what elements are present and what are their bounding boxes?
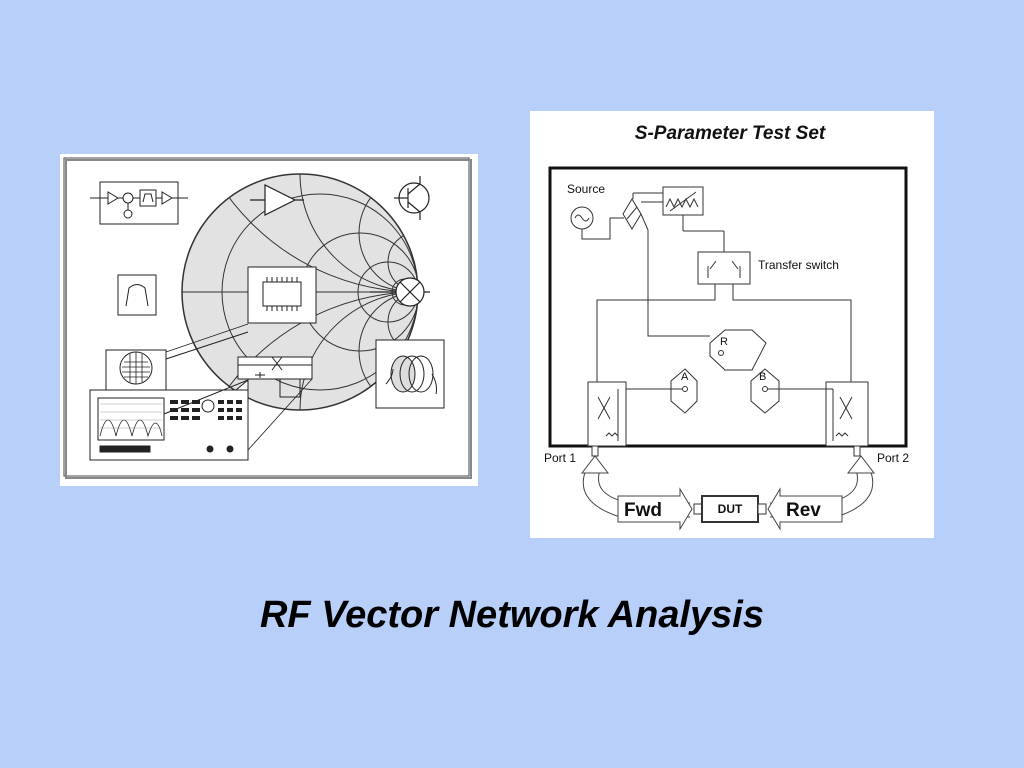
port1-label: Port 1: [544, 451, 576, 465]
filter-icon: [117, 274, 157, 316]
source-label: Source: [567, 182, 605, 196]
component-collage-figure: [60, 154, 478, 486]
test-set-svg: S-Parameter Test Set Source: [544, 123, 909, 531]
transfer-switch-icon: [683, 230, 751, 285]
transfer-switch-label: Transfer switch: [758, 258, 839, 272]
s-parameter-test-set-figure: S-Parameter Test Set Source: [530, 111, 934, 538]
rev-arrow: [767, 487, 843, 531]
receiver-b-label: B: [759, 371, 766, 383]
component-collage-svg: [63, 157, 472, 479]
attenuator-icon: [632, 186, 704, 231]
slide-title: RF Vector Network Analysis: [259, 594, 764, 636]
fwd-arrow: [617, 487, 693, 531]
port2-label: Port 2: [877, 451, 909, 465]
collage-shadow: [65, 159, 472, 479]
rev-label: Rev: [786, 500, 821, 521]
splitter-icon: [622, 198, 649, 231]
port2-connector: [853, 445, 861, 457]
coupler-icon: [237, 356, 313, 398]
mixer-icon: [370, 277, 430, 307]
port1-connector: [591, 445, 599, 457]
receiver-b: [750, 368, 833, 414]
network-analyzer-instrument: [89, 331, 249, 461]
dut-block: [693, 495, 767, 523]
test-set-box: [548, 166, 908, 448]
receiver-a: [628, 368, 698, 414]
chip-icon: [247, 266, 317, 324]
amplifier-icon: [250, 184, 304, 216]
rf-chain-block-icon: [90, 181, 188, 225]
source-icon: [570, 206, 624, 240]
dut-label: DUT: [718, 502, 743, 516]
port2-coupler: [825, 381, 869, 447]
collage-connector-lines: [165, 323, 313, 451]
cable-coil-icon: [375, 339, 445, 409]
transistor-icon: [394, 176, 430, 220]
fwd-label: Fwd: [624, 500, 662, 521]
receiver-r: [709, 329, 767, 371]
receiver-a-label: A: [681, 371, 689, 383]
test-set-title: S-Parameter Test Set: [635, 123, 826, 144]
receiver-r-label: R: [720, 336, 728, 348]
port1-coupler: [587, 381, 627, 447]
